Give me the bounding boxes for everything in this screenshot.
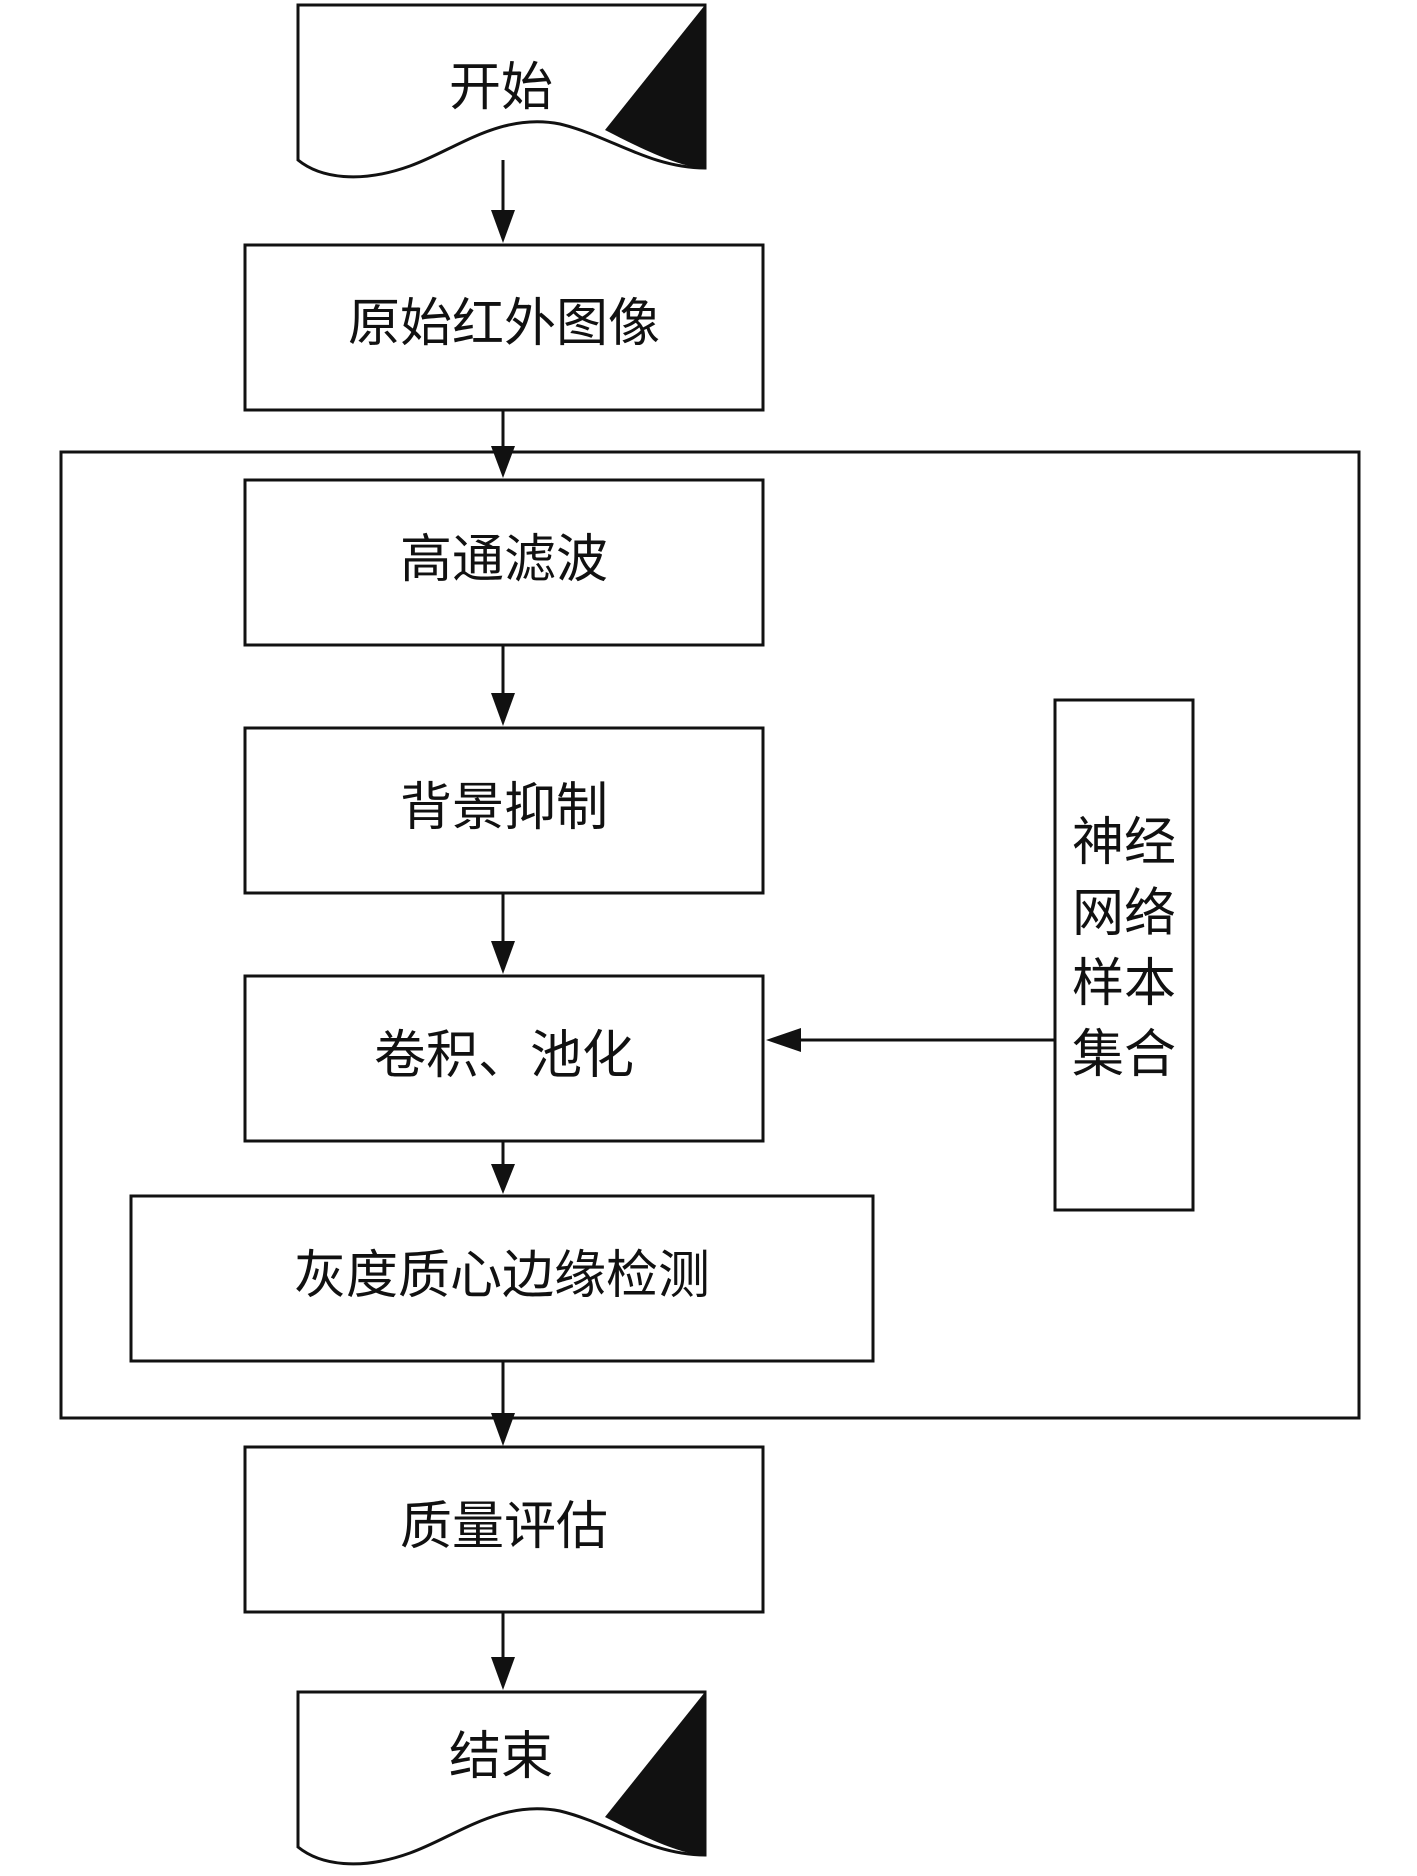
start-label: 开始 [449,58,553,118]
quality-label: 质量评估 [400,1497,608,1557]
sample-set-line-4: 集合 [1072,1025,1176,1085]
end-node: 结束 [296,1690,707,1866]
quality-node: 质量评估 [243,1445,765,1614]
arrowhead-icon [491,446,515,478]
sample-set-line-1: 神经 [1072,813,1176,873]
arrowhead-icon [491,941,515,974]
document-corner [605,1692,705,1855]
highpass-label: 高通滤波 [400,530,608,590]
arrowhead-icon [491,1657,515,1690]
arrowhead-icon [491,1413,515,1446]
document-corner [605,5,705,168]
arrowhead-icon [491,210,515,243]
sample-set-node: 神经 网络 样本 集合 [1053,698,1195,1212]
end-label: 结束 [449,1727,553,1787]
centroid-edge-node: 灰度质心边缘检测 [129,1194,875,1363]
background-label: 背景抑制 [400,778,608,838]
conv-pool-label: 卷积、池化 [374,1026,634,1086]
conv-pool-node: 卷积、池化 [243,974,765,1143]
sample-set-line-2: 网络 [1072,884,1176,944]
raw-image-label: 原始红外图像 [348,294,660,354]
arrowhead-icon [491,1164,515,1194]
raw-image-node: 原始红外图像 [243,243,765,412]
highpass-node: 高通滤波 [243,478,765,647]
start-node: 开始 [296,3,707,179]
arrowhead-icon [491,693,515,726]
processing-container [59,450,1361,1420]
arrowhead-icon [766,1028,801,1052]
centroid-edge-label: 灰度质心边缘检测 [294,1246,710,1306]
sample-set-line-3: 样本 [1072,954,1176,1014]
background-node: 背景抑制 [243,726,765,895]
